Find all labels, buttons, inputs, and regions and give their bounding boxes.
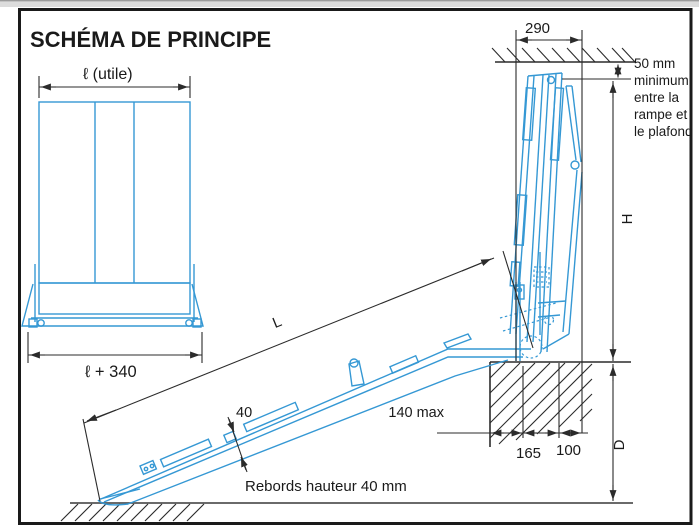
axis-offset-label: 100 [556, 442, 581, 459]
mast-slot-1 [521, 87, 537, 141]
note-line-1: 50 mm [634, 56, 675, 71]
note-line-5: le plafond [634, 124, 693, 139]
deck-slot-1 [159, 438, 213, 468]
hinge-mechanism [499, 266, 557, 359]
edge-note: Rebords hauteur 40 mm [245, 478, 407, 495]
deck-top-edge [100, 348, 531, 500]
height-label: H [619, 214, 636, 225]
diagram-border [18, 8, 693, 525]
label-plate [533, 266, 550, 288]
dock-gap-label: 140 max [388, 405, 444, 421]
anchor-distance-label: 165 [516, 445, 541, 462]
dock-hatch [489, 362, 593, 445]
ceiling-hatch [491, 47, 636, 63]
dock-height-label: D [611, 439, 628, 450]
hinge-axis [519, 335, 543, 359]
ramp-tip [99, 488, 141, 500]
deck-slot-2 [242, 401, 300, 433]
edge-height-label: 40 [236, 405, 252, 421]
ground-hatch [60, 503, 205, 522]
front-view [21, 101, 204, 328]
note-line-3: entre la [634, 90, 680, 105]
note-line-2: minimum [634, 73, 689, 88]
front-view-dimensions [27, 76, 203, 363]
base-plate [21, 283, 204, 327]
useful-width-label: ℓ (utile) [83, 66, 133, 83]
labels: SCHÉMA DE PRINCIPE ℓ (utile) ℓ + 340 290… [30, 20, 693, 495]
dock [489, 361, 631, 447]
ground [60, 502, 633, 522]
ceiling [491, 47, 636, 63]
folded-depth-label: 290 [525, 20, 550, 37]
flap-pivot [570, 160, 580, 170]
support-bracket [348, 360, 365, 387]
side-view-dimensions [82, 30, 631, 502]
inclined-ramp [97, 333, 531, 506]
page-title: SCHÉMA DE PRINCIPE [30, 27, 271, 52]
note-line-4: rampe et [634, 107, 688, 122]
transition-plate [442, 333, 473, 349]
ceiling-clearance-note: 50 mm minimum entre la rampe et le plafo… [634, 56, 693, 139]
deck-underframe [97, 359, 509, 506]
rear-flap [562, 169, 578, 333]
top-pivot [546, 75, 556, 85]
base-beam [38, 282, 191, 315]
overall-width-label: ℓ + 340 [85, 363, 137, 381]
